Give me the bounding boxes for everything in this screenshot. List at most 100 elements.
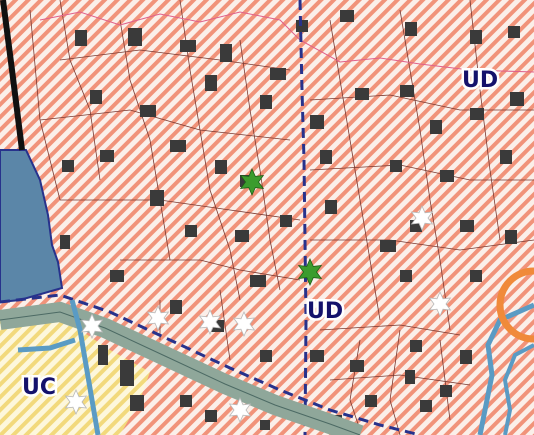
building <box>505 230 517 244</box>
parcel-line <box>59 49 291 71</box>
parcel-line <box>179 0 241 301</box>
building <box>470 30 482 44</box>
zone-boundary-dashed <box>298 0 308 435</box>
green-star-icon[interactable] <box>239 168 265 196</box>
white-star-icon[interactable] <box>146 305 170 331</box>
building <box>365 395 377 407</box>
ring-road[interactable] <box>496 267 534 343</box>
building <box>405 22 417 36</box>
white-star-icon[interactable] <box>228 397 252 423</box>
parcel-line <box>239 39 281 291</box>
building <box>180 395 192 407</box>
parcel-line <box>120 259 301 281</box>
parcel-line <box>469 0 501 241</box>
building <box>350 360 364 372</box>
parcel-line <box>389 329 401 435</box>
heritage-sites <box>64 205 452 423</box>
white-star-icon[interactable] <box>64 389 88 415</box>
zone-label-ud-center[interactable]: UD UD <box>305 297 346 327</box>
building <box>340 10 354 22</box>
parcel-line <box>399 9 451 331</box>
building <box>320 150 332 164</box>
white-star-icon[interactable] <box>410 205 434 231</box>
parcel-line <box>219 289 231 361</box>
parcel-lines <box>29 0 534 435</box>
building <box>440 170 454 182</box>
river-canal-1 <box>69 299 101 435</box>
white-star-icon[interactable] <box>428 291 452 317</box>
building <box>215 160 227 174</box>
building <box>420 400 432 412</box>
building <box>250 275 266 287</box>
building <box>270 68 286 80</box>
svg-text:UD: UD <box>307 299 343 324</box>
building <box>470 270 482 282</box>
svg-text:UD: UD <box>462 68 498 93</box>
building <box>260 95 272 109</box>
building <box>100 150 114 162</box>
building <box>500 150 512 164</box>
uc-zone-area <box>0 314 150 435</box>
building <box>508 26 520 38</box>
parcel-line <box>60 199 301 221</box>
protected-sites <box>239 168 323 286</box>
building <box>280 215 292 227</box>
building <box>460 220 474 232</box>
building <box>140 105 156 117</box>
parcel-line <box>59 0 101 181</box>
secondary-boundary <box>39 11 534 73</box>
river-canal-2 <box>17 337 76 353</box>
building <box>355 88 369 100</box>
building <box>470 108 484 120</box>
building <box>260 350 272 362</box>
railway-line <box>0 0 25 151</box>
building <box>62 160 74 172</box>
building-footprints <box>60 10 524 430</box>
zone-label-uc[interactable]: UC UC <box>20 373 59 403</box>
building <box>400 85 414 97</box>
building <box>380 240 396 252</box>
building <box>220 44 232 62</box>
parcel-line <box>319 324 461 336</box>
zone-boundary-road <box>0 293 421 435</box>
building <box>75 30 87 46</box>
svg-text:UC: UC <box>22 375 56 400</box>
building <box>390 160 402 172</box>
building <box>170 300 182 314</box>
building <box>410 340 422 352</box>
building <box>180 40 196 52</box>
building <box>430 120 442 134</box>
white-star-icon[interactable] <box>80 313 104 339</box>
building <box>296 20 308 32</box>
white-star-icon[interactable] <box>198 309 222 335</box>
river-canal-4 <box>502 343 534 435</box>
building <box>128 28 142 46</box>
building <box>98 345 108 365</box>
building <box>205 75 217 91</box>
building <box>205 410 217 422</box>
building <box>130 395 144 411</box>
building <box>325 200 337 214</box>
parcel-line <box>310 239 534 251</box>
parcel-line <box>309 164 534 181</box>
building <box>310 115 324 129</box>
green-star-icon[interactable] <box>297 258 323 286</box>
main-road-centerline <box>0 311 361 435</box>
svg-text:UD: UD <box>307 299 343 324</box>
building <box>310 350 324 362</box>
parcel-line <box>119 19 171 261</box>
parcel-line <box>329 19 381 321</box>
zone-label-ud-top[interactable]: UD UD <box>460 66 501 96</box>
building <box>510 92 524 106</box>
building <box>460 350 472 364</box>
water-body <box>0 149 64 304</box>
building <box>405 370 415 384</box>
building <box>400 270 412 282</box>
white-star-icon[interactable] <box>232 311 256 337</box>
parcel-line <box>309 94 534 111</box>
building <box>260 420 270 430</box>
building <box>60 235 70 249</box>
parcel-line <box>439 339 451 421</box>
